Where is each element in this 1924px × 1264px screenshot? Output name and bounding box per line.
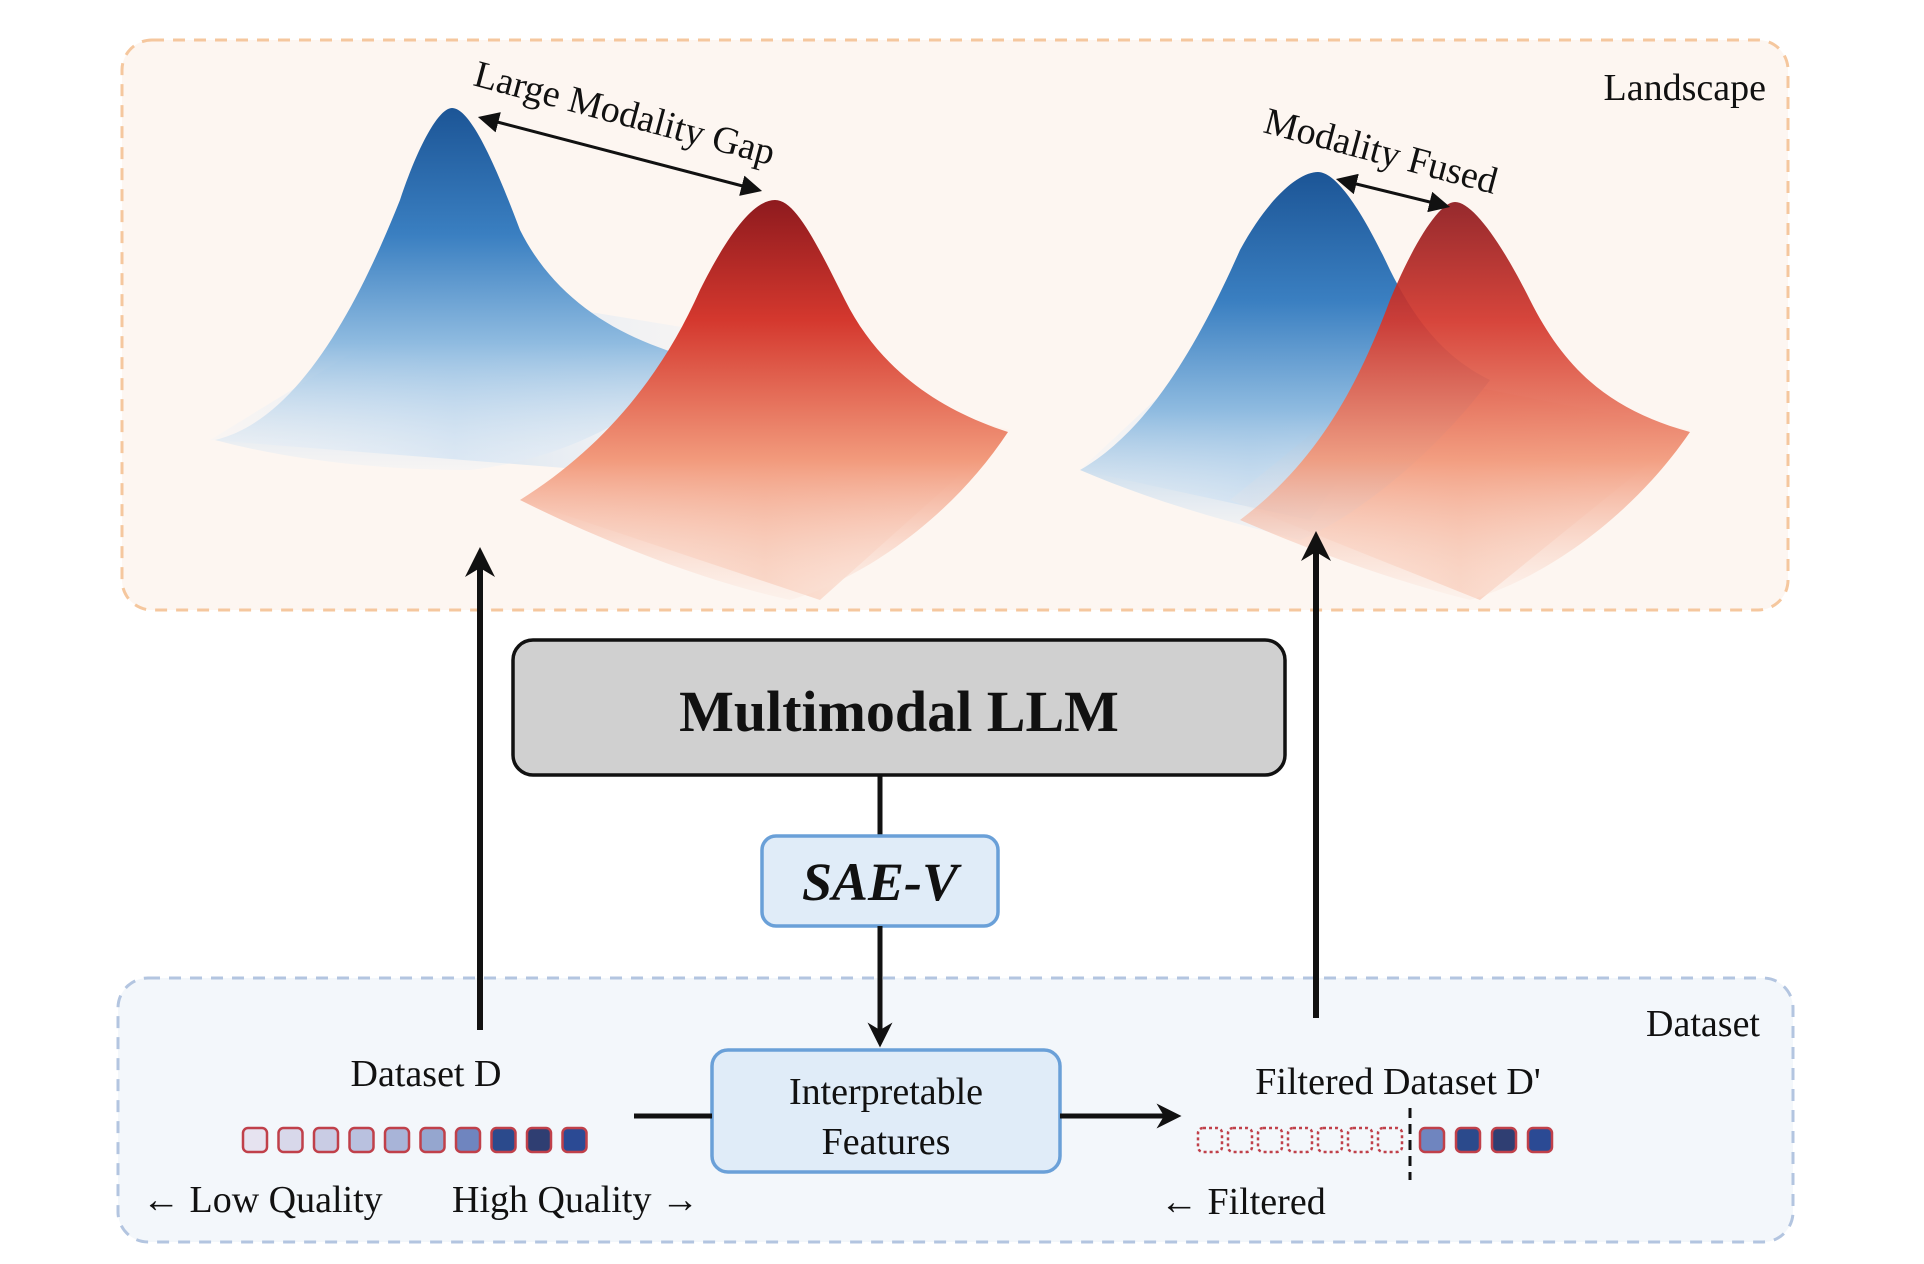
low-quality-label: ← Low Quality bbox=[142, 1179, 383, 1221]
right-landscape bbox=[1080, 172, 1690, 600]
high-quality-label: High Quality → bbox=[452, 1179, 699, 1221]
filtered-cells bbox=[1196, 1126, 1554, 1154]
left-red-peak bbox=[520, 200, 1008, 600]
landscape-label: Landscape bbox=[1604, 67, 1766, 109]
dataset-cell bbox=[490, 1126, 517, 1154]
dataset-cell bbox=[561, 1126, 588, 1154]
interpretable-features-box bbox=[710, 1048, 1062, 1174]
features-line1: Interpretable bbox=[789, 1071, 983, 1113]
filtered-out-cell bbox=[1346, 1126, 1374, 1154]
multimodal-llm-box bbox=[511, 638, 1287, 777]
double-arrow-icon bbox=[1335, 173, 1451, 213]
dataset-label: Dataset bbox=[1646, 1003, 1760, 1045]
double-arrow-icon bbox=[477, 112, 763, 196]
filtered-out-cell bbox=[1226, 1126, 1254, 1154]
filtered-out-cell bbox=[1316, 1126, 1344, 1154]
left-blue-peak bbox=[215, 108, 700, 470]
kept-cell bbox=[1418, 1126, 1446, 1154]
filtered-note: ← Filtered bbox=[1160, 1181, 1326, 1223]
multimodal-llm-label: Multimodal LLM bbox=[679, 679, 1119, 744]
source-cells bbox=[241, 1126, 588, 1154]
kept-cell bbox=[1490, 1126, 1518, 1154]
dataset-cell bbox=[241, 1126, 269, 1154]
dataset-cell bbox=[348, 1126, 375, 1154]
dataset-cell bbox=[277, 1126, 304, 1154]
filtered-out-cell bbox=[1196, 1126, 1224, 1154]
dataset-cell bbox=[454, 1126, 482, 1154]
filtered-out-cell bbox=[1376, 1126, 1404, 1154]
dataset-cell bbox=[419, 1126, 446, 1154]
dataset-cell bbox=[525, 1126, 553, 1154]
filtered-out-cell bbox=[1286, 1126, 1314, 1154]
filtered-out-cell bbox=[1256, 1126, 1284, 1154]
filtered-dataset-label: Filtered Dataset D' bbox=[1255, 1061, 1540, 1103]
dataset-cell bbox=[383, 1126, 411, 1154]
dataset-d-label: Dataset D bbox=[351, 1053, 502, 1095]
features-line2: Features bbox=[822, 1121, 951, 1163]
kept-cell bbox=[1454, 1126, 1482, 1154]
dataset-cell bbox=[312, 1126, 340, 1154]
kept-cell bbox=[1526, 1126, 1554, 1154]
sae-v-label: SAE-V bbox=[802, 852, 962, 912]
left-landscape bbox=[210, 108, 1010, 600]
right-red-peak bbox=[1240, 202, 1690, 600]
